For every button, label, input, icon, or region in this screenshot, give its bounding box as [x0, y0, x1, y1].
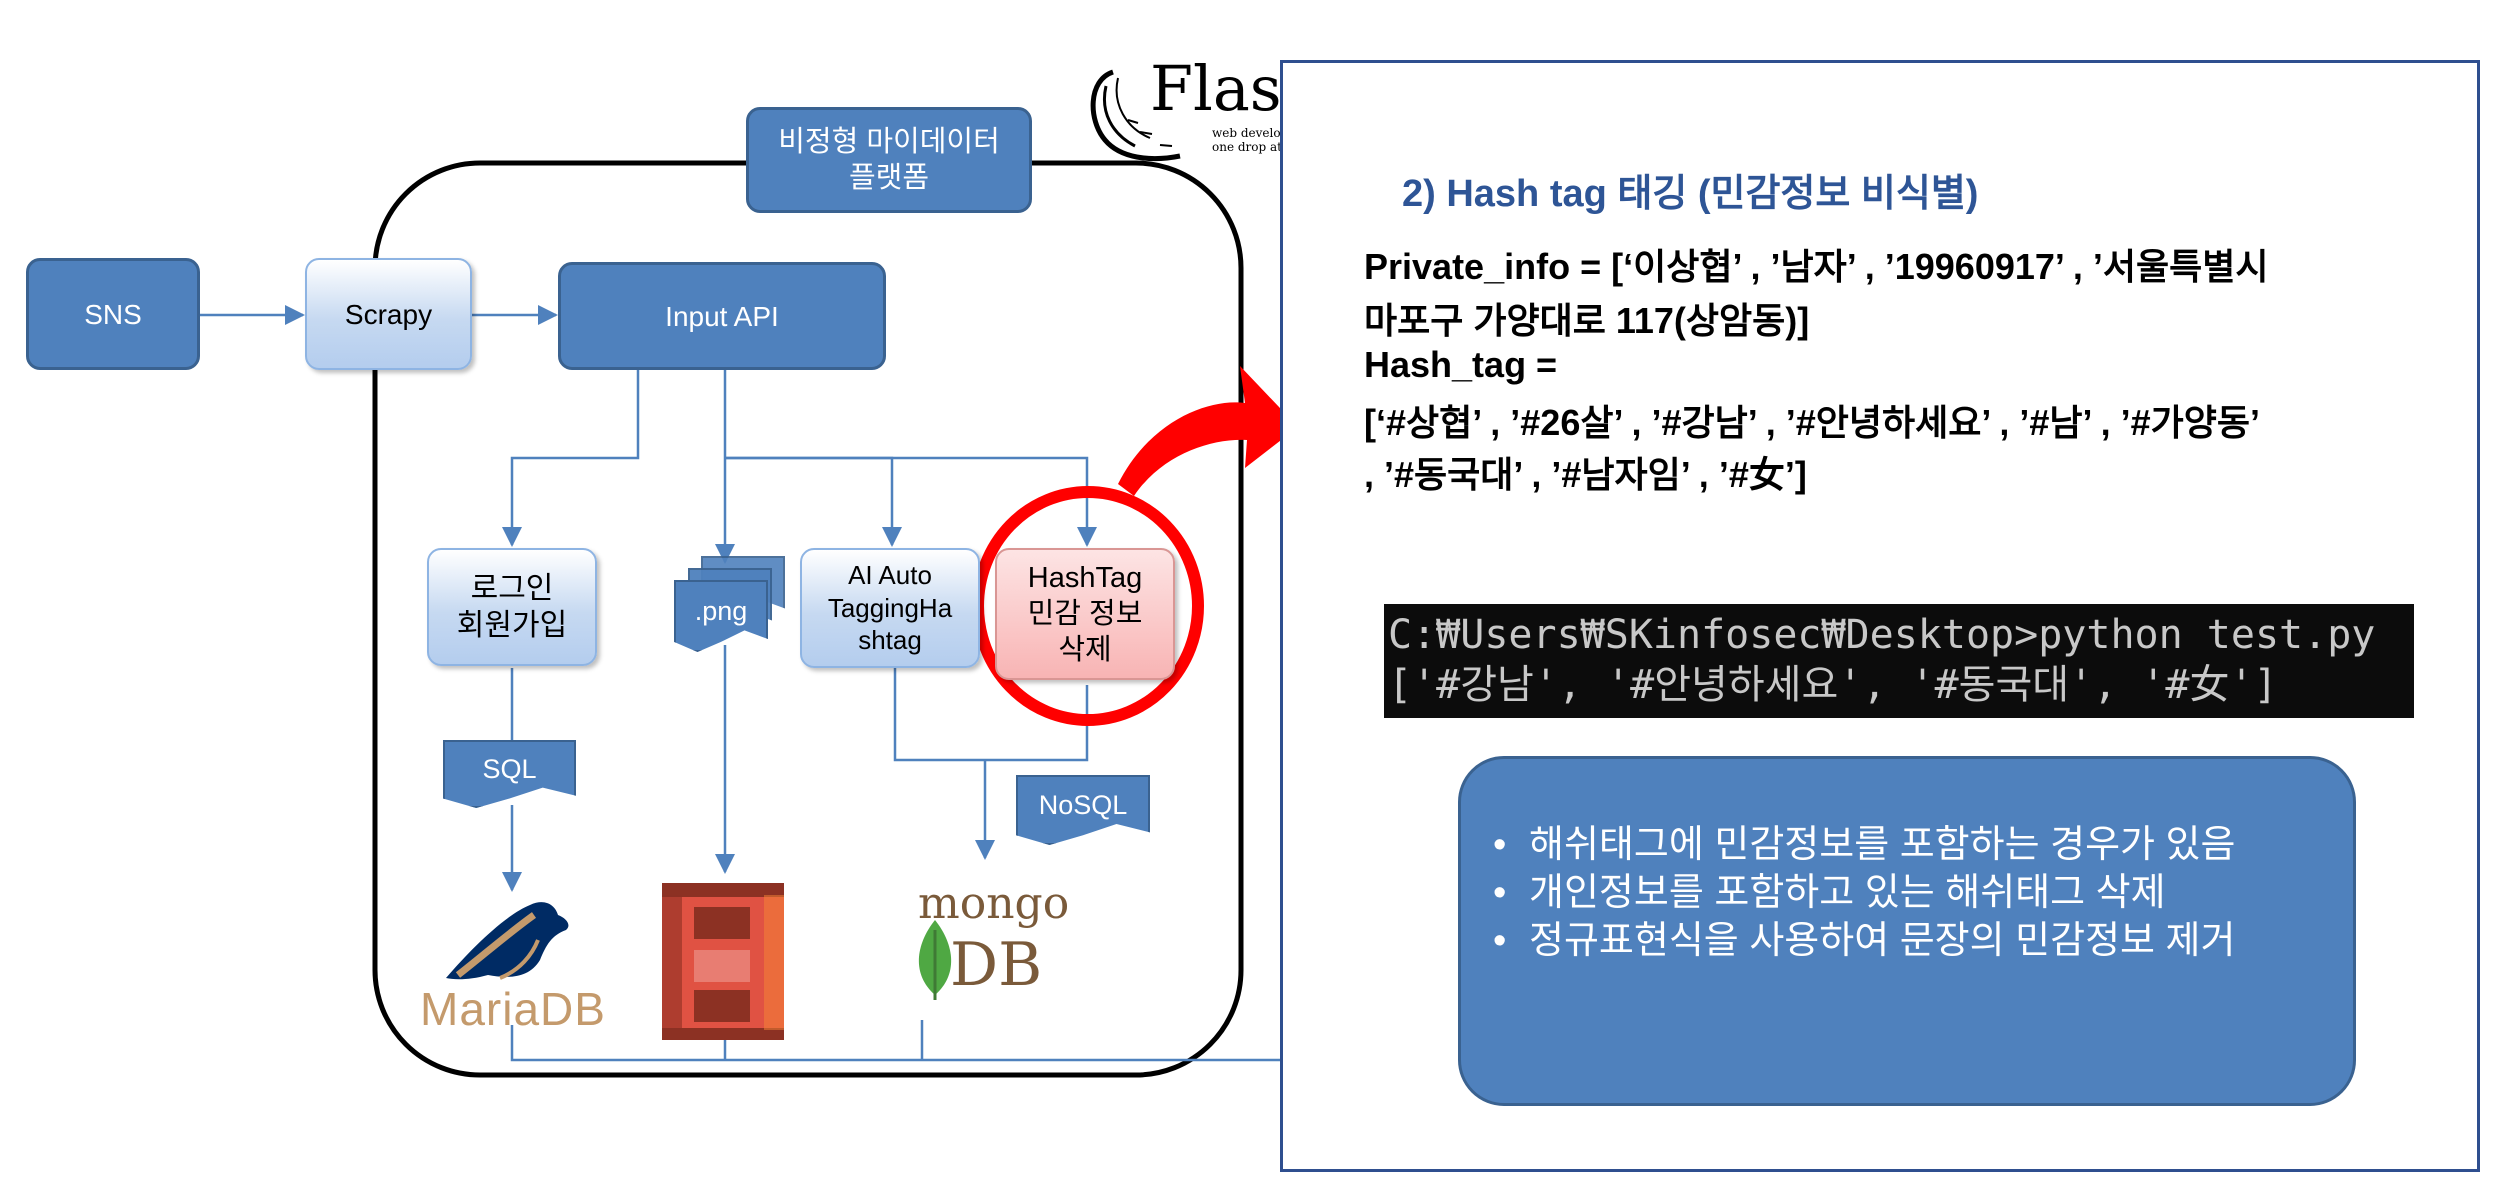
mongodb-leaf-icon — [918, 920, 952, 1000]
summary-list: 해쉬태그에 민감정보를 포함하는 경우가 있음 개인정보를 포함하고 있는 해쉬… — [1485, 821, 2353, 965]
sns-box: SNS — [26, 258, 200, 370]
hash-tag-line-1: [‘#상협’ , ’#26살’ , ’#강남’ , ’#안녕하세요’ , ’#남… — [1364, 402, 2260, 443]
flask-tagline-1: web develo — [1212, 126, 1281, 140]
hash-tag-line-2: , ’#동국대’ , ’#남자임’ , ’#女’] — [1364, 454, 1807, 495]
console-line-2: ['#강남', '#안녕하세요', '#동국대', '#女'] — [1388, 662, 2278, 708]
aws-s3-icon — [662, 883, 784, 1040]
section-title: 2) Hash tag 태깅 (민감정보 비식별) — [1402, 173, 1979, 215]
nosql-doc: NoSQL — [1016, 775, 1150, 845]
scrapy-box: Scrapy — [305, 258, 472, 370]
ai-auto-tagging-box: AI Auto TaggingHa shtag — [800, 548, 980, 668]
platform-title: 비정형 마이데이터 플랫폼 — [746, 107, 1032, 213]
summary-item: 해쉬태그에 민감정보를 포함하는 경우가 있음 — [1493, 821, 2353, 869]
mongo-db-label: DB — [950, 930, 1043, 1000]
input-api-box: Input API — [558, 262, 886, 370]
private-info-line-2: 마포구 가양대로 117(상암동)] — [1364, 300, 1810, 341]
console-output: C:₩Users₩SKinfosec₩Desktop>python test.p… — [1384, 604, 2414, 718]
mariadb-label: MariaDB — [420, 983, 606, 1035]
private-info-line-1: Private_info = [‘이상협’ , ’남자’ , ’19960917… — [1364, 246, 2269, 287]
flask-logo-text: Flas — [1150, 52, 1282, 125]
summary-item: 개인정보를 포함하고 있는 해쉬태그 삭제 — [1493, 869, 2353, 917]
png-doc: .png — [674, 580, 768, 652]
mariadb-seal-icon — [446, 902, 569, 980]
red-curved-arrow-icon — [1118, 366, 1298, 496]
summary-item: 정규표현식을 사용하여 문장의 민감정보 제거 — [1493, 917, 2353, 965]
login-signup-box: 로그인 회원가입 — [427, 548, 597, 666]
hashtag-delete-box: HashTag 민감 정보 삭제 — [995, 548, 1175, 680]
mongo-label: mongo — [918, 878, 1070, 929]
hash-tag-label: Hash_tag = — [1364, 344, 1558, 385]
summary-box: 해쉬태그에 민감정보를 포함하는 경우가 있음 개인정보를 포함하고 있는 해쉬… — [1458, 756, 2356, 1106]
flask-logo-icon — [1090, 69, 1181, 162]
console-line-1: C:₩Users₩SKinfosec₩Desktop>python test.p… — [1388, 612, 2376, 658]
flask-tagline-2: one drop at — [1212, 140, 1282, 154]
